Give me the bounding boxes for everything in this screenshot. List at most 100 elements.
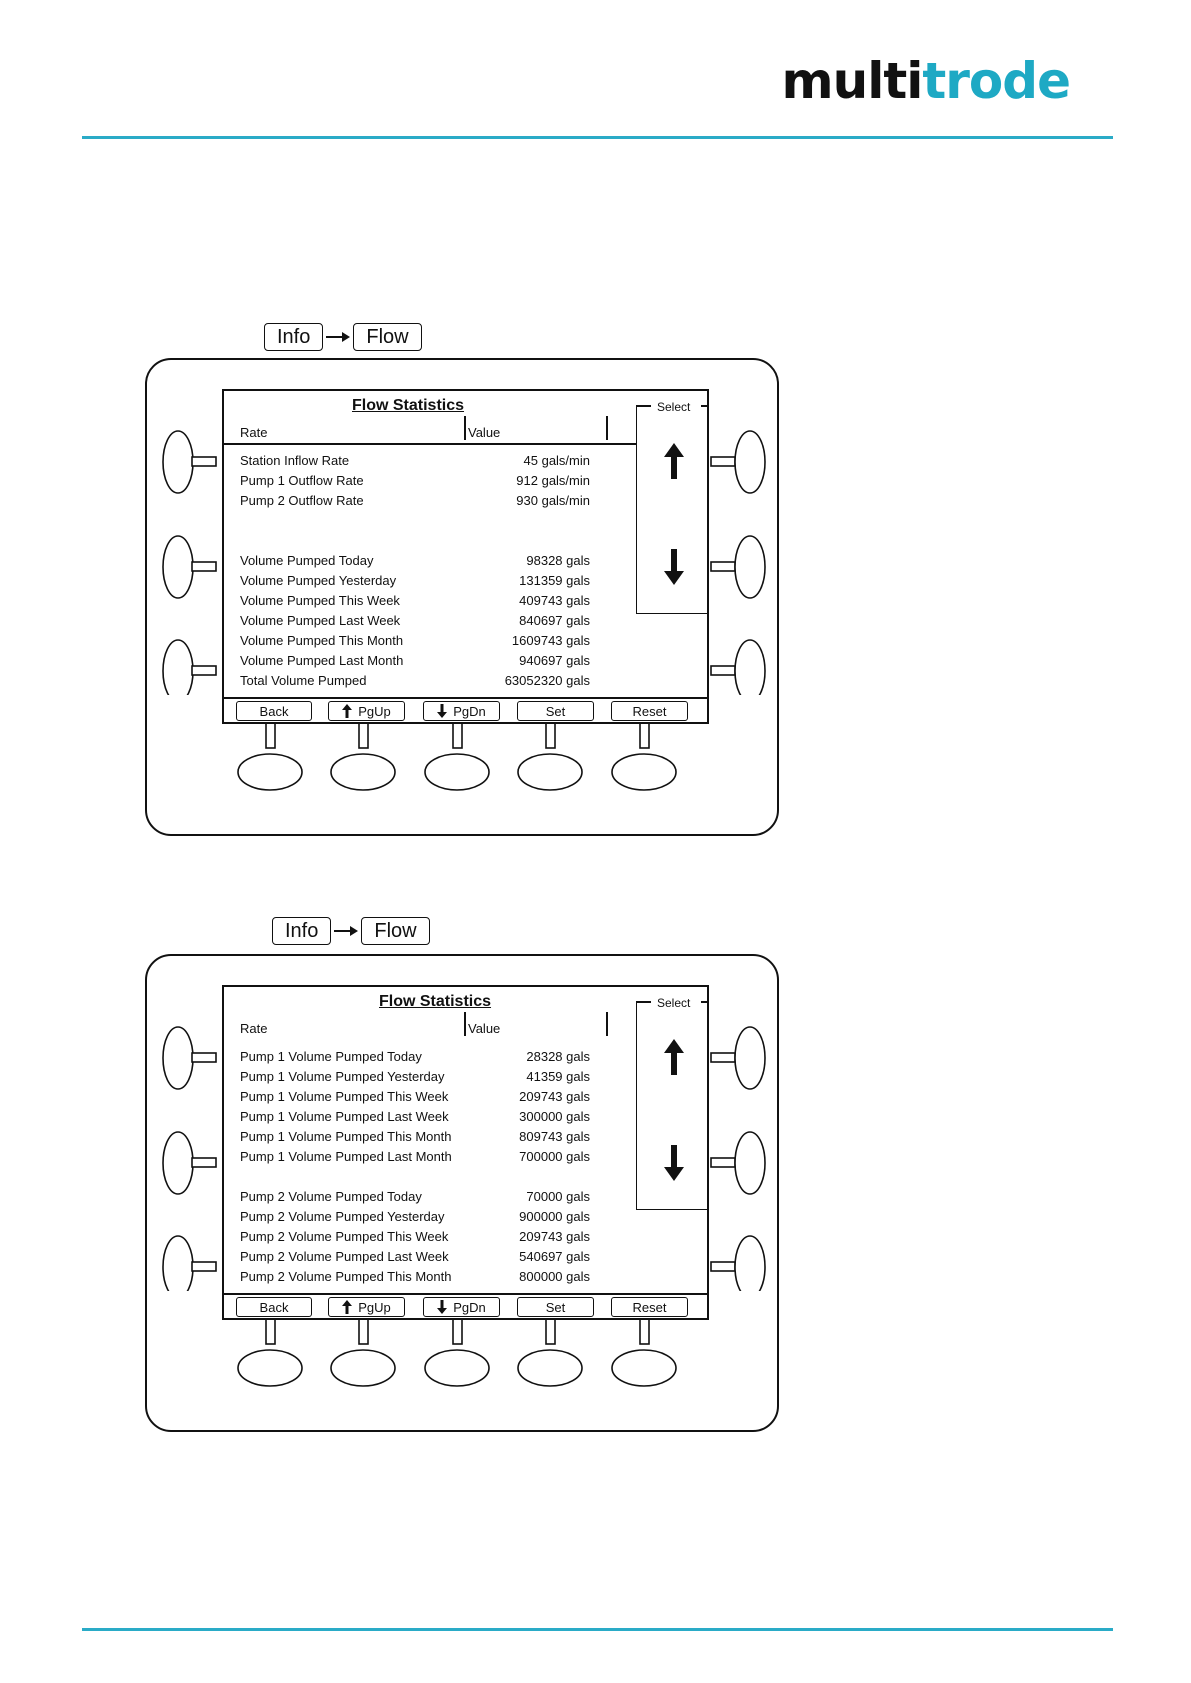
row-label: Pump 1 Volume Pumped This Month: [240, 1129, 452, 1144]
row-value: 45 gals/min: [523, 453, 590, 468]
row-value: 1609743 gals: [511, 633, 590, 648]
softkey-bar: Back PgUp PgDn Set Reset: [236, 701, 706, 723]
left-side-buttons: [162, 430, 217, 695]
row-label: Volume Pumped This Week: [240, 593, 400, 608]
header-divider: [464, 1012, 466, 1036]
arrow-down-icon: [437, 704, 448, 718]
select-panel: Select: [636, 996, 709, 1210]
row-value: 912 gals/min: [516, 473, 590, 488]
row-label: Volume Pumped Last Week: [240, 613, 401, 628]
back-softkey[interactable]: Back: [236, 701, 312, 721]
set-softkey[interactable]: Set: [517, 701, 594, 721]
flow-key[interactable]: Flow: [353, 323, 422, 351]
controller-device: Flow Statistics Rate Value Select Pump 1…: [145, 954, 779, 1432]
select-bracket: [701, 405, 709, 407]
header-divider: [606, 416, 608, 440]
arrow-down-icon: [437, 1300, 448, 1314]
select-label: Select: [655, 996, 693, 1010]
screen-title: Flow Statistics: [352, 397, 465, 414]
column-header-value: Value: [468, 425, 501, 440]
row-value: 700000 gals: [519, 1149, 590, 1164]
screen-title: Flow Statistics: [379, 993, 492, 1010]
breadcrumb: Info Flow: [264, 323, 422, 351]
row-label: Pump 2 Volume Pumped Today: [240, 1189, 422, 1204]
row-label: Pump 1 Volume Pumped Last Week: [240, 1109, 449, 1124]
column-header-rate: Rate: [240, 1021, 268, 1036]
column-header-value: Value: [468, 1021, 501, 1036]
list-item: Pump 2 Volume Pumped Today 70000 gals: [240, 1189, 610, 1207]
pgup-label: PgUp: [358, 703, 391, 719]
pgup-softkey[interactable]: PgUp: [328, 701, 405, 721]
softkey-divider: [224, 697, 707, 699]
row-label: Volume Pumped Last Month: [240, 653, 404, 668]
column-header-rate: Rate: [240, 425, 268, 440]
info-key[interactable]: Info: [264, 323, 324, 351]
list-item: Pump 1 Outflow Rate 912 gals/min: [240, 473, 610, 491]
right-side-buttons: [710, 1026, 766, 1291]
left-side-buttons: [162, 1026, 217, 1291]
footer-rule: [82, 1628, 1113, 1631]
back-softkey[interactable]: Back: [236, 1297, 312, 1317]
set-softkey[interactable]: Set: [517, 1297, 594, 1317]
pgup-softkey[interactable]: PgUp: [328, 1297, 405, 1317]
logo-part-2: trode: [922, 52, 1071, 110]
multitrode-logo: multitrode: [782, 56, 1071, 106]
back-label: Back: [259, 1299, 289, 1315]
set-label: Set: [545, 1299, 566, 1315]
set-label: Set: [545, 703, 566, 719]
bottom-buttons: [237, 722, 677, 791]
row-label: Volume Pumped Today: [240, 553, 374, 568]
list-item: Volume Pumped Today 98328 gals: [240, 553, 610, 571]
back-label: Back: [259, 703, 289, 719]
pgdn-softkey[interactable]: PgDn: [423, 1297, 500, 1317]
arrow-right-icon: [326, 332, 351, 342]
pgdn-softkey[interactable]: PgDn: [423, 701, 500, 721]
right-side-buttons: [710, 430, 766, 695]
row-label: Pump 1 Volume Pumped This Week: [240, 1089, 449, 1104]
row-value: 940697 gals: [519, 653, 590, 668]
row-value: 209743 gals: [519, 1089, 590, 1104]
select-bracket: [637, 1001, 651, 1003]
reset-softkey[interactable]: Reset: [611, 701, 688, 721]
row-label: Volume Pumped Yesterday: [240, 573, 397, 588]
row-value: 28328 gals: [526, 1049, 590, 1064]
select-label: Select: [655, 400, 693, 414]
bottom-buttons: [237, 1318, 677, 1387]
header-rule: [82, 136, 1113, 139]
row-label: Pump 2 Volume Pumped This Month: [240, 1269, 452, 1284]
row-value: 70000 gals: [526, 1189, 590, 1204]
info-key[interactable]: Info: [272, 917, 332, 945]
arrow-down-icon[interactable]: [659, 547, 689, 587]
list-item: Volume Pumped Last Month 940697 gals: [240, 653, 610, 671]
pgdn-label: PgDn: [453, 703, 486, 719]
arrow-down-icon[interactable]: [659, 1143, 689, 1183]
row-label: Pump 1 Outflow Rate: [240, 473, 364, 488]
pgdn-label: PgDn: [453, 1299, 486, 1315]
row-label: Pump 1 Volume Pumped Last Month: [240, 1149, 452, 1164]
arrow-up-icon[interactable]: [659, 441, 689, 481]
list-item: Station Inflow Rate 45 gals/min: [240, 453, 610, 471]
flow-key[interactable]: Flow: [361, 917, 430, 945]
row-label: Station Inflow Rate: [240, 453, 350, 468]
reset-label: Reset: [632, 703, 667, 719]
list-item: Pump 1 Volume Pumped This Week 209743 gal…: [240, 1089, 610, 1107]
reset-softkey[interactable]: Reset: [611, 1297, 688, 1317]
row-value: 300000 gals: [519, 1109, 590, 1124]
row-label: Pump 2 Volume Pumped This Week: [240, 1229, 449, 1244]
row-value: 900000 gals: [519, 1209, 590, 1224]
row-label: Pump 1 Volume Pumped Yesterday: [240, 1069, 445, 1084]
list-item: Pump 1 Volume Pumped Last Week 300000 gal…: [240, 1109, 610, 1127]
row-value: 98328 gals: [526, 553, 590, 568]
arrow-up-icon[interactable]: [659, 1037, 689, 1077]
